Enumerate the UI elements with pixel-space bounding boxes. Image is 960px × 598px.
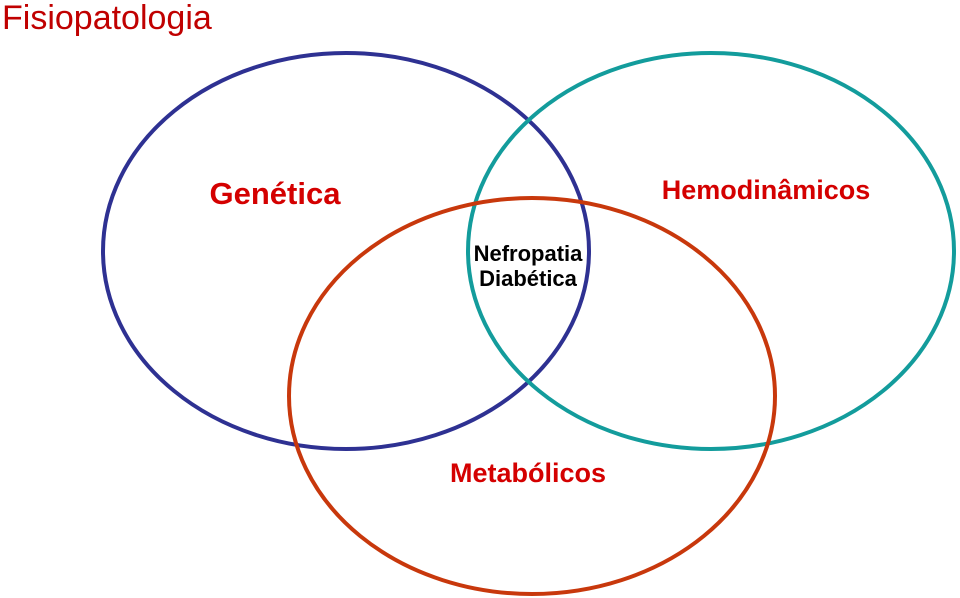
intersection-label-line1: Nefropatia — [474, 241, 584, 266]
metabolicos-label: Metabólicos — [450, 458, 606, 488]
intersection-label-line2: Diabética — [479, 266, 578, 291]
metabolicos-circle — [287, 196, 777, 596]
genetica-circle — [101, 51, 591, 451]
hemodinamicos-label: Hemodinâmicos — [662, 175, 871, 205]
genetica-label: Genética — [210, 176, 342, 211]
page-title: Fisiopatologia — [2, 0, 212, 37]
hemodinamicos-circle — [466, 51, 956, 451]
